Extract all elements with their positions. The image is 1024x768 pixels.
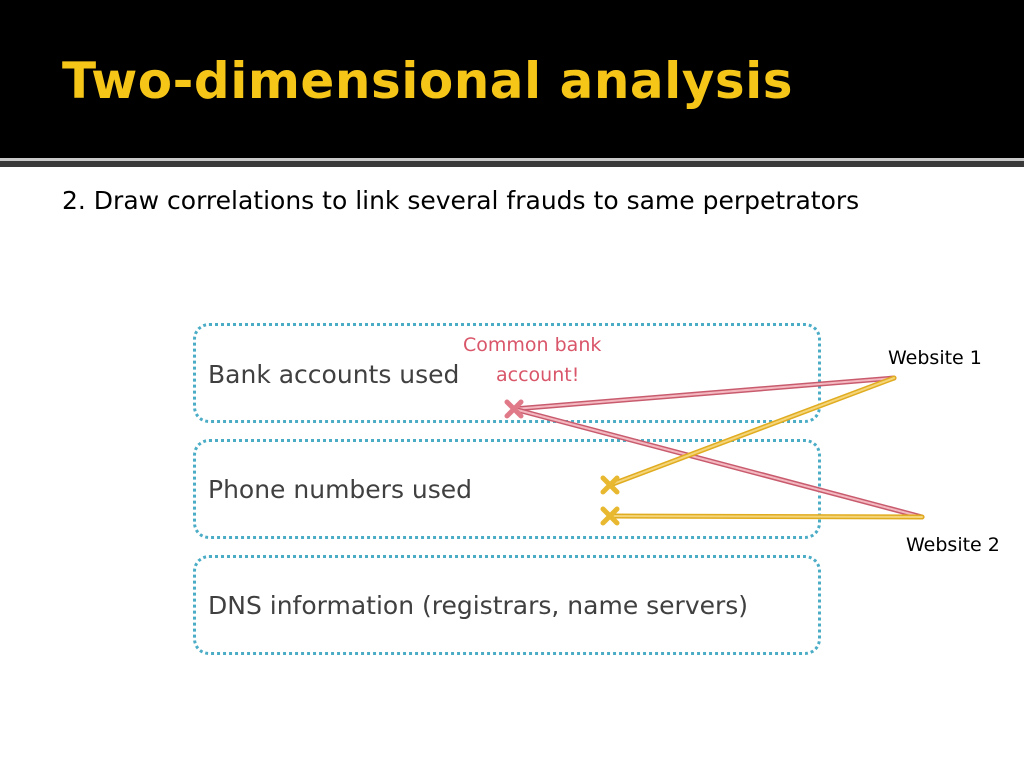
title-divider-dark — [0, 161, 1024, 167]
bank-accounts-box — [193, 323, 821, 423]
title-divider-light — [0, 158, 1024, 161]
bullet-text: 2. Draw correlations to link several fra… — [62, 186, 860, 215]
dns-info-box — [193, 555, 821, 655]
title-bar — [0, 0, 1024, 158]
website-1-label: Website 1 — [888, 347, 982, 369]
slide-title: Two-dimensional analysis — [62, 52, 794, 110]
dns-info-label: DNS information (registrars, name server… — [208, 591, 749, 620]
bank-account-marker — [504, 399, 524, 419]
phone-marker-2 — [600, 506, 620, 526]
callout-line-2: account! — [496, 364, 580, 386]
website-2-label: Website 2 — [906, 534, 1000, 556]
phone-marker-1 — [600, 475, 620, 495]
callout-line-1: Common bank — [463, 334, 602, 356]
phone-numbers-label: Phone numbers used — [208, 475, 473, 504]
bank-accounts-label: Bank accounts used — [208, 360, 460, 389]
